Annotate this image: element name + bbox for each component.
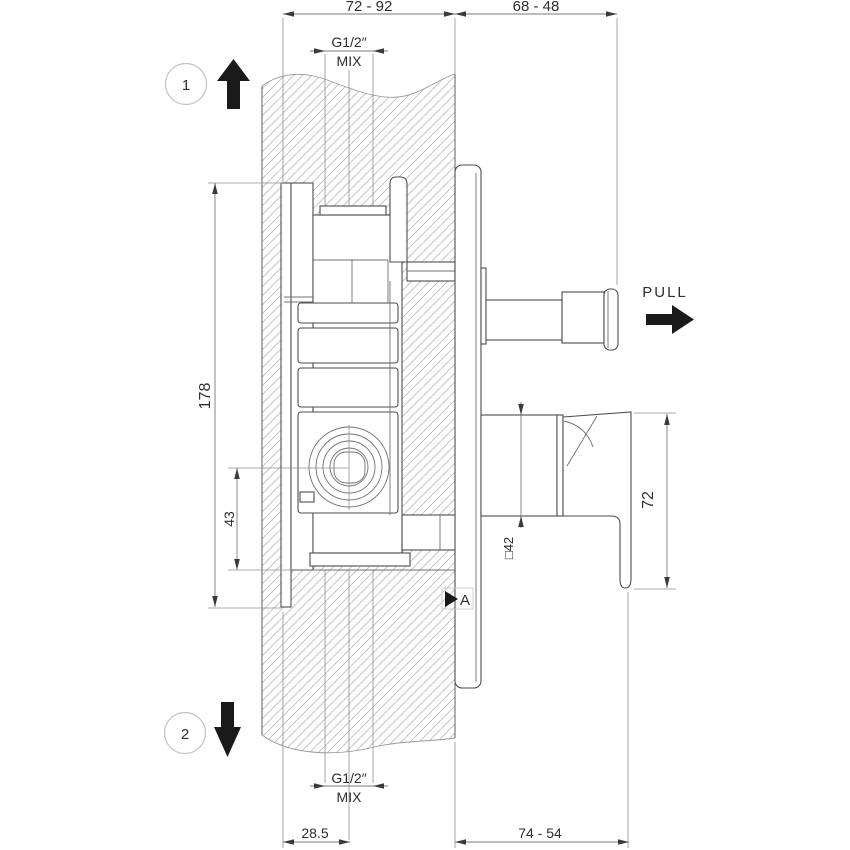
body-bottom-lip xyxy=(309,552,411,567)
port-bottom-label: MIX xyxy=(337,789,363,805)
body-rear-plate xyxy=(280,182,292,608)
thread-bottom-label: G1/2″ xyxy=(331,770,366,786)
step-2-badge xyxy=(163,711,207,755)
arrow-up-icon xyxy=(217,59,250,109)
escutcheon-plate xyxy=(454,164,487,689)
step-1-marker: 1 xyxy=(164,59,250,109)
body-slot-3 xyxy=(297,367,399,408)
step-2-marker: 2 xyxy=(163,702,241,757)
handle-sleeve-cap xyxy=(556,414,564,517)
rough-in-body xyxy=(280,176,461,608)
knob-cap xyxy=(603,288,619,351)
port-top-label: MIX xyxy=(337,53,363,69)
dim-42-label: □42 xyxy=(501,537,516,559)
dim-43-label: 43 xyxy=(221,511,237,527)
section-a-label: A xyxy=(460,592,470,609)
labels: 72 - 92 68 - 48 G1/2″ MIX 178 43 □42 72 … xyxy=(197,0,657,841)
step-1-badge xyxy=(164,62,208,106)
handle-lever-edge xyxy=(566,415,598,467)
plate-face xyxy=(454,164,482,689)
cartridge xyxy=(308,425,390,510)
wall-torn-edge-top xyxy=(261,73,456,98)
dimension-lines xyxy=(208,11,676,848)
dim-72-label: 72 xyxy=(640,491,657,509)
step-1-label: 1 xyxy=(182,77,190,94)
dim-28-5-label: 28.5 xyxy=(301,825,328,841)
section-a-box xyxy=(441,587,474,610)
body-slot-1 xyxy=(297,302,399,324)
body-slot-2 xyxy=(297,327,399,364)
diverter-knob xyxy=(485,288,619,351)
pipe-lines xyxy=(324,54,374,840)
handle-sleeve xyxy=(480,414,558,517)
knob-body xyxy=(561,291,605,344)
thread-top-label: G1/2″ xyxy=(331,34,366,50)
wall-torn-edge-bottom xyxy=(261,734,456,754)
step-2-label: 2 xyxy=(181,726,189,743)
body-top-hub xyxy=(406,261,456,282)
body-side-notch xyxy=(299,491,315,503)
section-a-marker: A xyxy=(441,587,474,610)
body-top-riser xyxy=(389,176,408,263)
section-arrow-icon xyxy=(445,591,458,607)
body-bottom-hub xyxy=(401,514,461,551)
handle-assembly xyxy=(480,411,632,589)
dim-top-right-label: 68 - 48 xyxy=(513,0,560,15)
arrow-down-icon xyxy=(214,702,241,757)
handle-lever-arc xyxy=(563,420,594,448)
handle-lever xyxy=(562,411,632,589)
pull-label: PULL xyxy=(642,284,688,301)
cartridge-stem-detail xyxy=(333,451,366,484)
pull-arrow-icon xyxy=(646,305,694,334)
plate-boss xyxy=(480,267,487,345)
dim-top-left-label: 72 - 92 xyxy=(346,0,393,15)
dim-74-54-label: 74 - 54 xyxy=(518,825,562,841)
knob-stem xyxy=(485,299,563,341)
dim-178-label: 178 xyxy=(197,383,214,410)
body-top-flange xyxy=(319,205,387,216)
pull-annotation: PULL xyxy=(642,284,694,334)
